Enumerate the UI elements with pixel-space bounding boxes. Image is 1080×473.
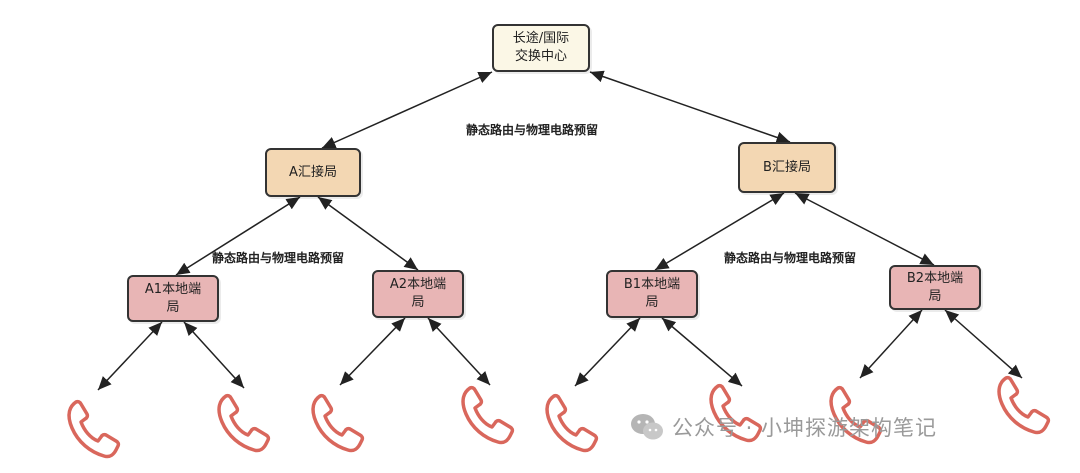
node-b2-local: B2本地端 局 [889,265,981,310]
edge-b-hub-b2 [794,192,935,266]
node-long-distance-center: 长途/国际 交换中心 [492,24,590,72]
edge-b-hub-b1 [654,192,785,271]
phone-icon [311,393,365,453]
node-a-tandem: A汇接局 [265,148,361,197]
phone-icon [67,399,121,459]
edge-b2-phone2 [944,309,1023,379]
edge-b1-phone2 [661,317,743,387]
node-label: A1本地端 局 [144,281,202,315]
watermark: 公众号 · 小坤探游架构笔记 [630,412,937,442]
edge-a2-phone1 [339,317,406,386]
phone-icon [461,385,515,445]
edge-center-a-hub [321,71,493,149]
phone-icon [545,393,599,453]
edge-a1-phone1 [97,321,163,391]
node-a2-local: A2本地端 局 [372,270,464,318]
edge-a-hub-a1 [175,196,301,276]
node-label: 长途/国际 交换中心 [512,31,570,64]
edge-b1-phone1 [574,317,641,387]
edge-a2-phone2 [427,317,491,386]
phone-icon [997,375,1051,435]
edge-label-left: 静态路由与物理电路预留 [212,251,345,265]
edge-b2-phone1 [859,309,923,379]
node-label: B1本地端 局 [623,277,681,310]
edge-label-top: 静态路由与物理电路预留 [466,123,599,137]
node-a1-local: A1本地端 局 [127,275,219,322]
node-label: A2本地端 局 [389,277,447,310]
edge-center-b-hub [589,70,791,144]
node-label: B2本地端 局 [906,270,964,304]
node-b-tandem: B汇接局 [738,142,836,193]
connections [97,70,1023,391]
phone-icon [217,393,271,453]
node-b1-local: B1本地端 局 [606,270,698,318]
edge-label-right: 静态路由与物理电路预留 [724,251,857,265]
edge-a-hub-a2 [317,196,419,271]
node-label: A汇接局 [289,164,337,180]
edge-a1-phone2 [183,321,245,389]
watermark-text: 公众号 · 小坤探游架构笔记 [672,416,938,440]
wechat-icon [631,414,663,440]
node-label: B汇接局 [763,159,811,175]
